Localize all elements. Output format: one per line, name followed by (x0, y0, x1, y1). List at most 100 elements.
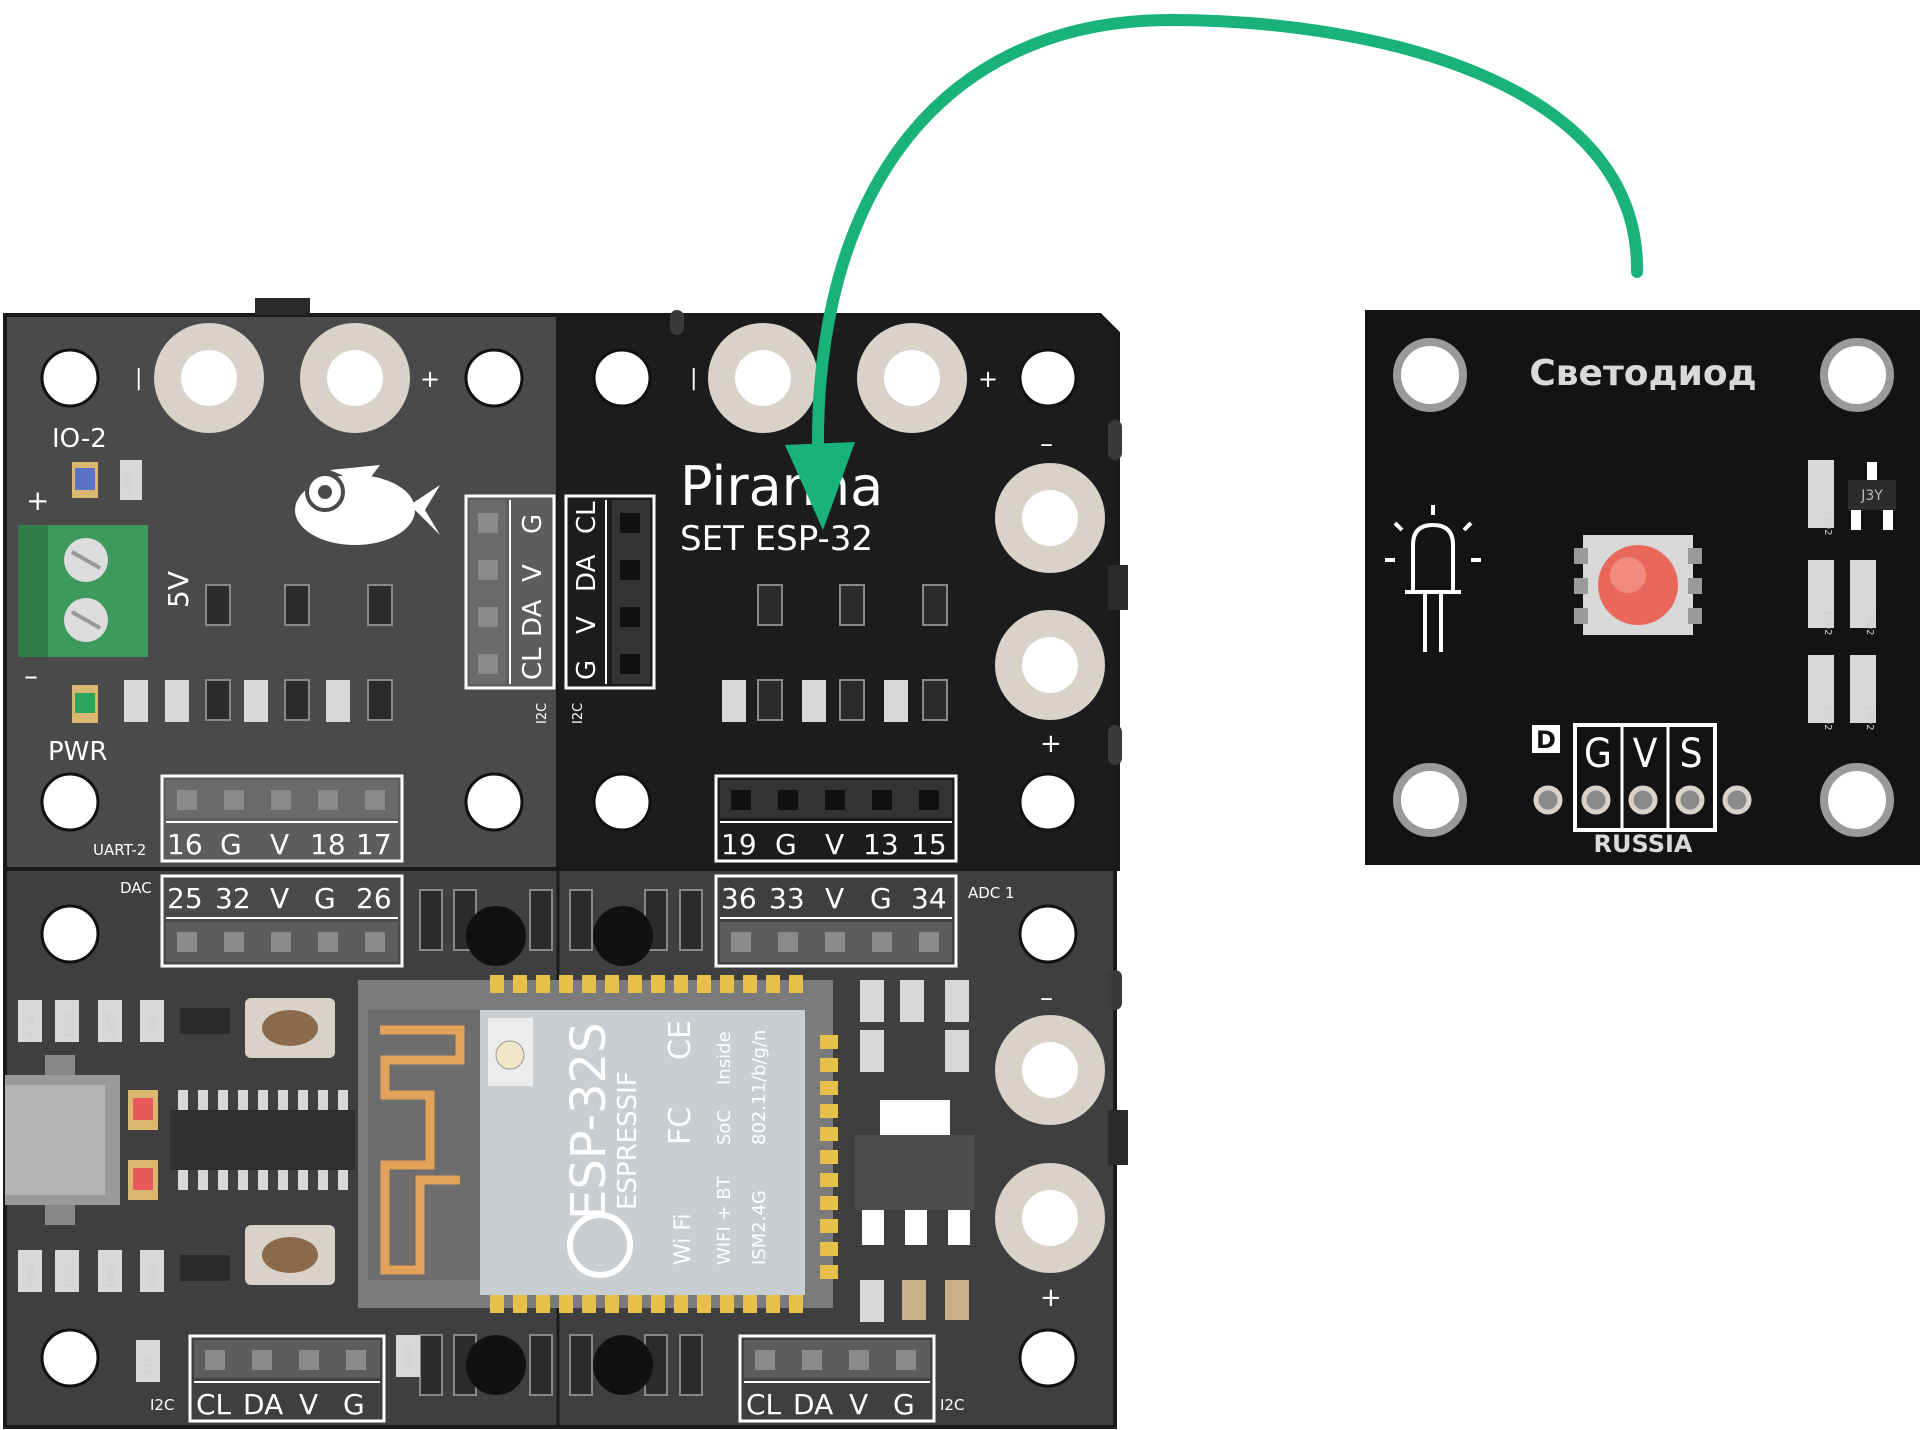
pad-minus-label-right: | (690, 366, 697, 391)
r-1002-top: 1002 (63, 1013, 74, 1038)
connection-arrow (811, 13, 1644, 506)
i2c-bl-label: I2C (150, 1396, 174, 1414)
i2c-bottom-right: CL DA V G I2C (738, 1334, 964, 1423)
adc-pin-34: 34 (911, 882, 947, 915)
5v-label: 5V (162, 571, 195, 608)
i2c-bl-g: G (343, 1388, 365, 1421)
i2c-left-label: I2C (535, 703, 550, 724)
dac-label: DAC (120, 879, 152, 897)
io-pin-13: 13 (863, 828, 899, 861)
r-1002-bot2: 1002 (148, 1263, 159, 1288)
io-pin-19: 19 (721, 828, 757, 861)
rgb-led (1574, 535, 1702, 635)
esp-maker: ESPRESSIF (613, 1071, 643, 1210)
plus-label: + (26, 484, 49, 517)
piranha-logo (295, 465, 440, 545)
esp-fcc: FC (663, 1107, 698, 1145)
led-r3: 1002 (1864, 610, 1875, 635)
side-minus-top: – (1040, 429, 1053, 459)
dac-pin-32: 32 (215, 882, 251, 915)
uart2-header: 16 G V 18 17 UART-2 (93, 774, 404, 863)
esp-soc: SoC (714, 1110, 735, 1145)
i2c-br-cl: CL (746, 1388, 782, 1421)
resistors-bottom-left: 4700 1002 1001 1002 4700 1002 1001 1002 … (18, 1000, 420, 1382)
r-io2: 1001 (123, 470, 134, 495)
adc-label: ADC 1 (968, 884, 1015, 902)
led-r4: 1002 (1822, 705, 1833, 730)
esp-ce: CE (663, 1020, 698, 1060)
led-pin-header: G V S (1533, 723, 1752, 832)
i2c-right-pin-g: G (572, 660, 602, 680)
uart-pin-18: 18 (310, 828, 346, 861)
led-icon (1385, 505, 1481, 652)
dac-header: 25 32 V G 26 DAC (120, 874, 404, 968)
power-pads (154, 323, 1105, 1273)
io2-led (75, 468, 95, 490)
r-1001-top: 1001 (106, 1013, 117, 1038)
i2c-bl-cl: CL (196, 1388, 232, 1421)
board-subtitle: SET ESP-32 (680, 519, 873, 559)
i2c-br-label: I2C (940, 1396, 964, 1414)
side-plus-bottom: + (1040, 1283, 1062, 1313)
uart-label: UART-2 (93, 841, 146, 859)
adc-pin-36: 36 (721, 882, 757, 915)
adc-pin-33: 33 (769, 882, 805, 915)
usb-chip (170, 1090, 355, 1190)
i2c-bl-v: V (299, 1388, 318, 1421)
i2c-header-left: CL DA V G I2C (464, 494, 556, 724)
pwr-led (75, 693, 95, 713)
side-plus-top: + (1040, 729, 1062, 759)
led-r1: 1002 (1822, 510, 1833, 535)
dac-pin-g: G (314, 882, 336, 915)
led-pin-g: G (1584, 731, 1612, 777)
dac-pin-25: 25 (167, 882, 203, 915)
io-pin-v: V (825, 828, 844, 861)
r-1002-bot: 1002 (63, 1263, 74, 1288)
i2c-header-right: G V DA CL I2C (564, 494, 656, 724)
i2c-br-da: DA (793, 1388, 833, 1421)
r-4700-bot: 4700 (26, 1263, 37, 1288)
adc-header: 36 33 V G 34 ADC 1 (714, 874, 1015, 968)
pad-plus-label-right: + (978, 365, 998, 393)
r-51r-left: 51R (144, 1355, 155, 1375)
esp32-module: ESP-32S ESPRESSIF CE FC SoC Inside 802.1… (358, 975, 838, 1313)
esp-wifi-bt: WIFI + BT (714, 1175, 735, 1265)
connector-strip (419, 889, 703, 1396)
led-r2: 1002 (1822, 610, 1833, 635)
buttons (245, 998, 335, 1285)
screw-terminal (18, 525, 148, 657)
i2c-bottom-left: CL DA V G I2C (150, 1334, 386, 1423)
dac-pin-v: V (270, 882, 289, 915)
i2c-bl-da: DA (243, 1388, 283, 1421)
i2c-br-v: V (849, 1388, 868, 1421)
r-1001-bot: 1001 (106, 1263, 117, 1288)
transistors-left (205, 584, 393, 721)
uart-pin-16: 16 (167, 828, 203, 861)
i2c-left-pin-g: G (518, 514, 548, 534)
pad-minus-label-left: | (135, 366, 142, 391)
led-country: RUSSIA (1594, 830, 1693, 858)
esp-wifi-logo: Wi Fi (671, 1213, 696, 1265)
pwr-label: PWR (48, 737, 107, 767)
esp-name: ESP-32S (561, 1022, 617, 1220)
r-1002-mid: 1002 (404, 1345, 415, 1370)
led-pin-v: V (1633, 731, 1658, 777)
adc-pin-v: V (825, 882, 844, 915)
io-header-right: 19 G V 13 15 (714, 774, 958, 863)
r-1002-top2: 1002 (148, 1013, 159, 1038)
connection-arrowhead (785, 442, 855, 530)
transistor-j3y: J3Y (1848, 462, 1896, 530)
uart-pin-17: 17 (356, 828, 392, 861)
i2c-right-pin-da: DA (572, 554, 602, 592)
esp-inside: Inside (714, 1031, 735, 1085)
i2c-left-pin-v: V (518, 564, 548, 582)
io2-label: IO-2 (52, 424, 107, 454)
led-resistors: 1002 1002 1002 1002 1002 (1808, 460, 1876, 730)
dac-pin-26: 26 (356, 882, 392, 915)
usb-connector (5, 1055, 120, 1225)
i2c-right-label: I2C (571, 703, 586, 724)
i2c-br-g: G (893, 1388, 915, 1421)
minus-label: – (24, 659, 38, 692)
led-r5: 1002 (1864, 705, 1875, 730)
